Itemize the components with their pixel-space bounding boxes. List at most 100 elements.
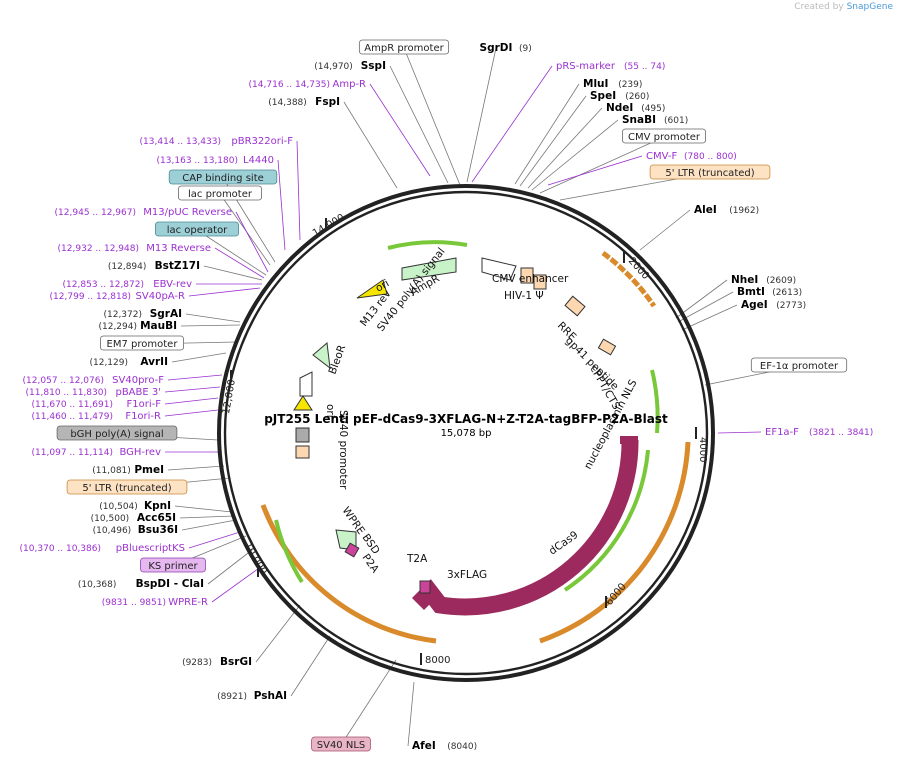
- nhei-site: NheI(2609): [731, 274, 796, 286]
- bspdi-clai-site-leader: [207, 549, 253, 585]
- maubi-site-text: MauBI: [140, 320, 177, 332]
- maubi-site-position: (12,294): [98, 322, 137, 332]
- spei-site-leader: [519, 95, 587, 187]
- snabi-site-leader: [531, 119, 619, 191]
- kpni-site: KpnI(10,504): [99, 500, 171, 512]
- bsu36i-site-text: Bsu36I: [138, 524, 178, 536]
- l4440-label-text: L4440: [243, 155, 274, 166]
- p2a-block: [344, 542, 360, 558]
- m13-puc-reverse-label-text: M13/pUC Reverse: [143, 207, 232, 218]
- sv40pro-f-label-text: SV40pro-F: [112, 375, 164, 386]
- acc65i-site: Acc65I(10,500): [91, 512, 176, 524]
- nhei-site-leader: [675, 279, 728, 319]
- snabi-site-text: SnaBI: [622, 114, 656, 126]
- lac-operator-label: lac operator: [154, 221, 239, 237]
- bmti-site: BmtI(2613): [737, 286, 802, 298]
- psi-block-2: [533, 274, 547, 290]
- ef1a-f-label-text: EF1a-F: [765, 427, 799, 438]
- mlui-site: MluI(239): [583, 78, 642, 90]
- ef1a-promoter-label-box: [750, 357, 848, 373]
- avrii-site-leader: [171, 352, 227, 363]
- cmv-f-label-leader: [547, 155, 643, 186]
- snabi-site: SnaBI(601): [622, 114, 688, 126]
- amp-r-label-position: (14,716 .. 14,735): [249, 80, 330, 90]
- plasmid-name: pJT255 Lenti pEF-dCas9-3XFLAG-N+Z-T2A-ta…: [264, 412, 668, 426]
- alei-site: AleI(1962): [694, 204, 759, 216]
- wpre-r-label-text: WPRE-R: [168, 597, 208, 608]
- avrii-site: AvrII (12,129): [89, 356, 168, 368]
- backbone-outer-ring: [217, 184, 715, 682]
- afei-site-leader: [407, 681, 415, 747]
- l4440-label-leader: [277, 159, 286, 251]
- ampr-arrow: [401, 257, 457, 281]
- afei-site-text: AfeI: [412, 740, 436, 752]
- acc65i-site-leader: [179, 515, 235, 519]
- green-arc-right: [650, 369, 660, 434]
- bsrgi-site: BsrGI(9283): [182, 656, 252, 668]
- p2a-feature: P2A: [360, 552, 382, 576]
- l4440-label-position: (13,163 .. 13,180): [157, 156, 238, 166]
- em7-promoter-label-box: [100, 335, 184, 351]
- sspi-site-position: (14,970): [314, 62, 353, 72]
- pshai-site-leader: [290, 635, 331, 697]
- amp-r-label: Amp-R(14,716 .. 14,735): [249, 79, 366, 90]
- bleor-arrow: [312, 342, 331, 370]
- em7-promoter-label: EM7 promoter: [100, 335, 184, 351]
- avrii-site-text: AvrII: [140, 356, 168, 368]
- 5ltr-top-label-text: 5' LTR (truncated): [665, 168, 754, 179]
- 5ltr-left-label: 5' LTR (truncated): [66, 479, 188, 495]
- sv40-promoter-feature: SV40 promoter: [337, 410, 349, 490]
- bsu36i-site-position: (10,496): [93, 526, 132, 536]
- ebv-rev-label-text: EBV-rev: [153, 279, 192, 290]
- bsu36i-site: Bsu36I (10,496): [93, 524, 178, 536]
- spei-site: SpeI(260): [590, 90, 649, 102]
- ltr-arc-top: [601, 250, 657, 308]
- ampr-promoter-label-text: AmpR promoter: [364, 43, 444, 54]
- sspi-site: SspI (14,970): [314, 60, 386, 72]
- tick-label-1: 4000: [697, 437, 708, 462]
- ndei-site-text: NdeI: [606, 102, 633, 114]
- cmv-promoter-label: CMV promoter: [622, 128, 707, 144]
- ef1a-promoter-label-text: EF-1α promoter: [760, 361, 839, 372]
- ori-arrow: [356, 279, 388, 299]
- sv40-promoter-arrow: [299, 371, 313, 397]
- cmv-enhancer-block: [481, 257, 517, 281]
- backbone-inner-ring: [223, 190, 709, 676]
- dcas9-arc: [411, 439, 639, 616]
- sv40pa-r-label-position: (12,799 .. 12,818): [50, 292, 131, 302]
- sspi-site-leader: [389, 65, 449, 184]
- pbabe3-label-leader: [164, 386, 221, 393]
- prs-marker-label: pRS-marker(55 .. 74): [556, 61, 665, 72]
- wpre-r-label-position: (9831 .. 9851): [102, 598, 166, 608]
- bgh-rev-label-text: BGH-rev: [119, 447, 161, 458]
- acc65i-site-text: Acc65I: [137, 512, 176, 524]
- green-arc-top: [387, 240, 468, 250]
- bsu36i-site-leader: [181, 519, 237, 531]
- f1ori-f-label: F1ori-F(11,670 .. 11,691): [32, 399, 162, 410]
- avrii-site-position: (12,129): [89, 358, 128, 368]
- tick-label-3: 8000: [425, 655, 450, 666]
- plasmid-size: 15,078 bp: [441, 428, 492, 439]
- pmei-site-position: (11,081): [92, 466, 131, 476]
- sgrdi-site-text: SgrDI: [480, 42, 513, 54]
- 5ltr-top-label: 5' LTR (truncated): [649, 164, 771, 180]
- lac-operator-label-box: [154, 221, 239, 237]
- green-arc-lower: [563, 449, 650, 592]
- ef1a-f-label: EF1a-F(3821 .. 3841): [765, 427, 873, 438]
- cmv-enhancer-feature: CMV enhancer: [492, 273, 569, 285]
- cmv-f-label: CMV-F(780 .. 800): [646, 151, 737, 162]
- pbluescriptks-label-leader: [188, 531, 241, 549]
- spei-site-position: (260): [625, 92, 649, 102]
- sgrdi-site-leader: [466, 47, 497, 183]
- tick-label-2: 6000: [604, 581, 629, 608]
- agei-site: AgeI(2773): [741, 299, 806, 311]
- bgh-polya-label-box: [56, 425, 178, 441]
- nls-block: [620, 436, 638, 444]
- 5ltr-top-label-box: [649, 164, 771, 180]
- sspi-site-text: SspI: [361, 60, 386, 72]
- kpni-site-position: (10,504): [99, 502, 138, 512]
- alei-site-leader: [639, 209, 691, 251]
- nhei-site-position: (2609): [766, 276, 796, 286]
- bleor-feature: BleoR: [327, 343, 349, 376]
